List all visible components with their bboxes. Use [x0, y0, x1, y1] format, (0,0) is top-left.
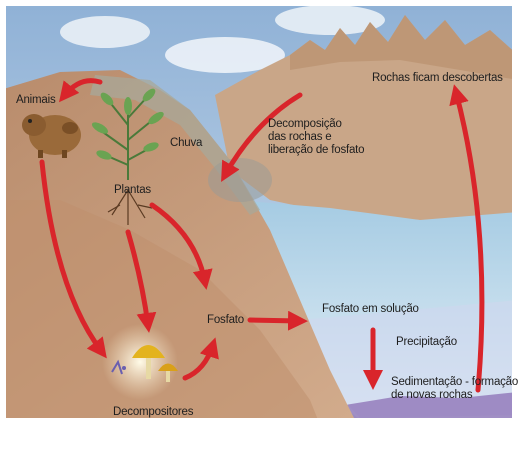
label-decomposicao-line2: das rochas e	[268, 131, 364, 144]
label-animais: Animais	[16, 94, 56, 107]
cloud	[60, 16, 150, 48]
label-decomposicao: Decomposição das rochas e liberação de f…	[268, 118, 364, 157]
label-precipitacao: Precipitação	[396, 336, 457, 349]
label-decompositores: Decompositores	[113, 406, 193, 419]
label-sedimentacao-line1: Sedimentação - formação	[391, 376, 518, 389]
label-plantas: Plantas	[114, 184, 151, 197]
label-decomposicao-line1: Decomposição	[268, 118, 364, 131]
label-fosfato: Fosfato	[207, 314, 244, 327]
label-decomposicao-line3: liberação de fosfato	[268, 144, 364, 157]
label-sedimentacao-line2: de novas rochas	[391, 389, 518, 402]
arrow-fosfato-to-solution	[250, 320, 300, 321]
label-chuva: Chuva	[170, 137, 202, 150]
label-rochas-descobertas: Rochas ficam descobertas	[372, 72, 503, 85]
label-fosfato-em-solucao: Fosfato em solução	[322, 303, 419, 316]
label-sedimentacao: Sedimentação - formação de novas rochas	[391, 376, 518, 402]
